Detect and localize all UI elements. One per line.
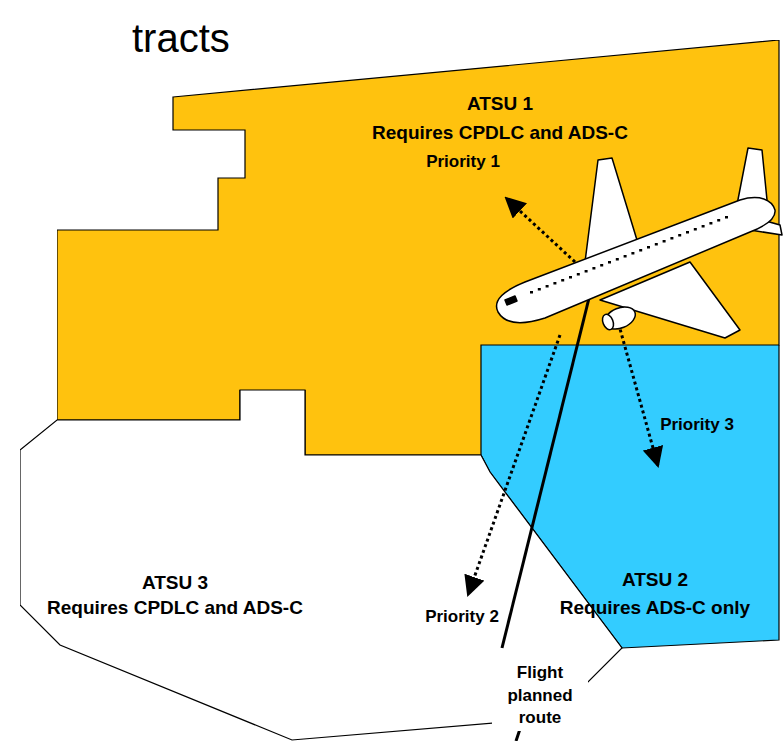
window-dot <box>663 240 666 243</box>
window-dot <box>592 267 595 270</box>
window-dot <box>546 285 549 288</box>
region-name: ATSU 2 <box>622 569 688 591</box>
window-dot <box>530 291 533 294</box>
region-requirement: Requires CPDLC and ADS-C <box>47 597 303 619</box>
priority-label: Priority 1 <box>423 150 503 175</box>
region-shape <box>57 40 781 457</box>
window-dot <box>600 264 603 267</box>
window-dot <box>585 270 588 273</box>
window-dot <box>561 279 564 282</box>
region-name: ATSU 1 <box>467 93 533 115</box>
window-dot <box>631 252 634 255</box>
region-outline <box>20 390 622 740</box>
window-dot <box>639 249 642 252</box>
window-dot <box>694 228 697 231</box>
window-dot <box>670 237 673 240</box>
window-dot <box>678 234 681 237</box>
slide-title: tracts <box>132 16 230 61</box>
route-label: Flight planned route <box>492 661 588 732</box>
window-dot <box>702 225 705 228</box>
window-dot <box>553 282 556 285</box>
region-name: ATSU 3 <box>142 572 208 594</box>
window-dot <box>686 231 689 234</box>
airspace-region: ATSU 2 Requires ADS-C only <box>481 345 779 648</box>
region-requirement: Requires ADS-C only <box>560 597 750 619</box>
window-dot <box>577 273 580 276</box>
airspace-region: ATSU 1 Requires CPDLC and ADS-C <box>57 40 779 455</box>
window-dot <box>569 276 572 279</box>
window-dot <box>538 288 541 291</box>
window-dot <box>647 246 650 249</box>
window-dot <box>655 243 658 246</box>
window-dot <box>608 261 611 264</box>
window-dot <box>725 216 728 219</box>
window-dot <box>709 222 712 225</box>
priority-label: Priority 3 <box>657 413 737 438</box>
region-requirement: Requires CPDLC and ADS-C <box>372 122 628 144</box>
window-dot <box>624 255 627 258</box>
priority-label: Priority 2 <box>422 605 502 630</box>
window-dot <box>717 219 720 222</box>
window-dot <box>616 258 619 261</box>
